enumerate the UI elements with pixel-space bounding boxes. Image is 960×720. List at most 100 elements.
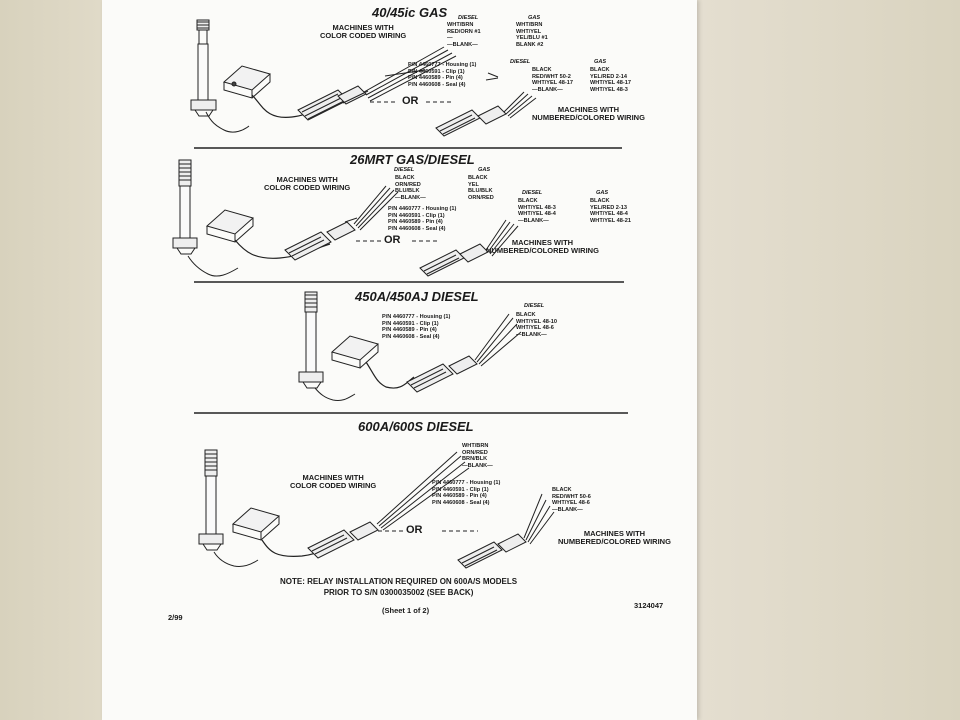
wire-label: BLANK #2 [516,41,544,48]
section-3-wire-list: BLACK WHT/YEL 48-10 WHT/YEL 48-6 —BLANK— [516,312,557,338]
part-number: P/N 4460591 - Clip (1) [432,486,489,493]
section-4-top-wire-list: WHT/BRN ORN/RED BRN/BLK —BLANK— [462,443,493,469]
part-number: P/N 4460589 - Pin (4) [382,327,437,334]
wire-label: ORN/RED [395,181,421,188]
wire-label: WHT/YEL 48-17 [590,80,631,87]
wire-label: — [447,35,453,42]
wire-label: BLACK [518,198,538,204]
wire-label: WHT/BRN [516,22,543,28]
connector-3 [406,313,522,393]
part-number: P/N 4460777 - Housing (1) [408,62,477,68]
part-number: P/N 4460589 - Pin (4) [408,75,463,82]
wire-label: —BLANK— [516,331,547,338]
section-1-bottom-gas-header: GAS [594,59,607,65]
section-2-bottom-gas-header: GAS [596,190,609,196]
wire-label: BLACK [590,198,610,204]
wire-label: BLACK [532,67,552,73]
part-number: P/N 4460777 - Housing (1) [432,480,501,486]
section-3-title: 450A/450AJ DIESEL [355,289,479,304]
connector-1b [435,91,537,137]
part-number: P/N 4460591 - Clip (1) [388,212,445,219]
wire-label: BLACK [516,312,536,318]
wire-label: WHT/YEL 48-10 [516,318,557,325]
section-2-part-numbers: P/N 4460777 - Housing (1) P/N 4460591 - … [388,206,456,232]
wire-label: BLU/BLK [468,188,493,195]
section-1-color-coded-label: MACHINES WITH COLOR CODED WIRING [320,23,407,40]
connector-2b [419,219,519,277]
wire-label: BLU/BLK [395,188,420,195]
section-2-bottom-diesel-list: BLACK WHT/YEL 48-3 WHT/YEL 48-4 —BLANK— [518,198,556,224]
wire-label: WHT/YEL 48-4 [590,211,628,218]
section-1-top-gas-header: GAS [528,15,541,21]
section-3-part-numbers: P/N 4460777 - Housing (1) P/N 4460591 - … [382,314,450,340]
wire-label: YEL [468,181,479,188]
document-number: 3124047 [634,601,664,610]
section-4-title: 600A/600S DIESEL [358,419,474,434]
gauge-box-4 [231,507,281,541]
connector-4b [457,493,555,569]
section-4-part-numbers: P/N 4460777 - Housing (1) P/N 4460591 - … [432,480,500,506]
part-number: P/N 4460591 - Clip (1) [408,68,465,75]
wire-label: BLACK [468,175,488,181]
wire-label: —BLANK— [552,506,583,513]
section-1-numbered-label: MACHINES WITH NUMBERED/COLORED WIRING [532,105,645,122]
wire-label: ORN/RED [468,194,494,201]
sheet-indicator: (Sheet 1 of 2) [382,606,430,615]
instruction-sheet: 40/45ic GAS MACHINES WITH COLOR CODED WI… [102,0,697,720]
relay-note: NOTE: RELAY INSTALLATION REQUIRED ON 600… [280,577,518,597]
section-1-top-diesel-list: WHT/BRN RED/ORN #1 — —BLANK— [447,22,481,48]
section-2-bottom-diesel-header: DIESEL [522,190,543,196]
wire-label: BLACK [395,175,415,181]
section-2-or: OR [384,234,401,246]
section-2-title: 26MRT GAS/DIESEL [350,152,475,167]
wire-label: YEL/RED 2-13 [590,204,627,211]
wire-label: —BLANK— [447,41,478,48]
section-2-top-gas-list: BLACK YEL BLU/BLK ORN/RED [468,175,494,201]
wire-label: WHT/YEL 48-17 [532,80,573,87]
wire-label: BLACK [590,67,610,73]
section-1-part-numbers: P/N 4460777 - Housing (1) P/N 4460591 - … [408,62,476,88]
section-1-bottom-diesel-list: BLACK RED/WHT 50-2 WHT/YEL 48-17 —BLANK— [532,67,573,93]
section-2-top-diesel-list: BLACK ORN/RED BLU/BLK —BLANK— [395,175,426,201]
wire-label: WHT/YEL 48-3 [590,86,628,93]
revision-date: 2/99 [168,613,183,622]
background-cloth-left [0,0,102,720]
wire-label: WHT/YEL 48-6 [516,325,554,332]
section-4-numbered-label: MACHINES WITH NUMBERED/COLORED WIRING [558,529,671,546]
section-1-top-gas-list: WHT/BRN WHT/YEL YEL/BLU #1 BLANK #2 [516,22,548,48]
connector-1a [297,46,457,121]
section-2-color-coded-label: MACHINES WITH COLOR CODED WIRING [264,175,351,192]
wiring-diagram-art [172,19,628,569]
wire-label: WHT/YEL [516,28,542,35]
section-3-diesel-header: DIESEL [524,303,545,309]
part-number: P/N 4460591 - Clip (1) [382,320,439,327]
section-1-bottom-diesel-header: DIESEL [510,59,531,65]
wire-label: —BLANK— [532,86,563,93]
wire-label: RED/WHT 50-2 [532,73,571,80]
wire-label: —BLANK— [518,217,549,224]
wire-label: RED/WHT 50-6 [552,493,591,500]
sender-post-1 [190,19,217,117]
part-number: P/N 4460608 - Seal (4) [408,81,466,88]
section-4-color-coded-label: MACHINES WITH COLOR CODED WIRING [290,473,377,490]
connector-2a [284,185,399,261]
background-cloth-right [697,0,960,720]
sender-post-4 [198,449,224,551]
part-number: P/N 4460589 - Pin (4) [432,493,487,500]
wire-label: ORN/RED [462,449,488,456]
gauge-box-1 [222,65,272,99]
section-1-title: 40/45ic GAS [372,5,448,20]
wire-label: WHT/YEL 48-3 [518,204,556,211]
wire-label: WHT/BRN [447,22,474,28]
section-2-top-gas-header: GAS [478,167,491,173]
section-1-top-diesel-header: DIESEL [458,15,479,21]
wire-label: —BLANK— [462,462,493,469]
part-number: P/N 4460589 - Pin (4) [388,219,443,226]
gauge-box-2 [205,209,255,243]
wire-label: BRN/BLK [462,456,488,463]
section-2-top-diesel-header: DIESEL [394,167,415,173]
part-number: P/N 4460608 - Seal (4) [432,499,490,506]
wire-label: BLACK [552,487,572,493]
gauge-box-3 [330,335,380,369]
wire-label: YEL/BLU #1 [516,35,548,42]
